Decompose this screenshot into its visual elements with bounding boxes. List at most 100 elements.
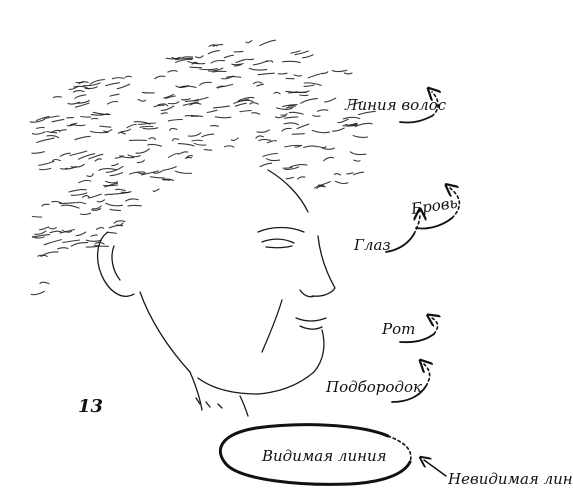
hair-stroke bbox=[136, 149, 149, 153]
hair-stroke bbox=[100, 126, 111, 127]
hair-stroke bbox=[211, 126, 219, 127]
hair-stroke bbox=[343, 117, 360, 119]
hair-stroke bbox=[296, 91, 309, 93]
hair-stroke bbox=[192, 140, 202, 141]
hair-stroke bbox=[283, 168, 292, 169]
hair-stroke bbox=[276, 108, 292, 110]
hair-stroke bbox=[140, 126, 153, 127]
hair-stroke bbox=[138, 172, 145, 173]
hair-stroke bbox=[105, 194, 113, 195]
hair-stroke bbox=[53, 159, 61, 161]
hair-stroke bbox=[303, 55, 314, 58]
face-outline bbox=[98, 170, 335, 416]
hair-stroke bbox=[257, 130, 269, 133]
hair-stroke bbox=[281, 114, 287, 115]
hair-stroke bbox=[117, 223, 123, 225]
invisible-line-dashed-segment bbox=[388, 436, 411, 462]
hair-stroke bbox=[32, 152, 45, 154]
hair-stroke bbox=[225, 146, 234, 147]
hair-stroke bbox=[332, 128, 344, 131]
hair-stroke bbox=[260, 40, 276, 45]
hair-stroke bbox=[317, 110, 327, 111]
hair-stroke bbox=[308, 74, 319, 78]
hair-stroke bbox=[63, 240, 80, 243]
hair-stroke bbox=[321, 72, 328, 74]
hair-stroke bbox=[304, 146, 318, 148]
hair-stroke bbox=[58, 248, 68, 249]
hair-stroke bbox=[338, 119, 348, 122]
hair-stroke bbox=[83, 196, 89, 198]
hair-stroke bbox=[109, 225, 123, 227]
hair-stroke bbox=[168, 71, 177, 73]
hair-stroke bbox=[175, 171, 191, 173]
hair-stroke bbox=[52, 201, 61, 202]
hair-stroke bbox=[126, 199, 139, 201]
hair-stroke bbox=[99, 169, 116, 171]
hair-stroke bbox=[31, 291, 44, 294]
hair-stroke bbox=[347, 173, 353, 174]
hair-stroke bbox=[110, 209, 121, 210]
hair-stroke bbox=[52, 119, 64, 121]
hair-stroke bbox=[154, 105, 164, 107]
hair-stroke bbox=[186, 157, 192, 158]
hair-stroke bbox=[278, 73, 287, 74]
hair-stroke bbox=[127, 124, 136, 127]
hair-stroke bbox=[42, 204, 49, 206]
hair-stroke bbox=[354, 160, 360, 161]
hair-stroke bbox=[350, 152, 366, 155]
hair-stroke bbox=[285, 117, 298, 118]
figure-number: 13 bbox=[78, 396, 103, 417]
hair-stroke bbox=[263, 154, 278, 157]
hair-stroke bbox=[41, 252, 58, 257]
visible-line-label: Видимая линия bbox=[261, 447, 387, 465]
hair-stroke bbox=[128, 155, 140, 157]
hair-stroke bbox=[300, 95, 308, 96]
hair-stroke bbox=[121, 129, 131, 132]
hair-stroke bbox=[116, 189, 126, 190]
hair-stroke bbox=[202, 134, 214, 137]
hair-stroke bbox=[249, 68, 267, 70]
hair-stroke bbox=[150, 177, 165, 178]
hair-stroke bbox=[190, 67, 202, 68]
chin-dashed-stroke bbox=[424, 364, 430, 386]
eyebrow-solid-stroke bbox=[416, 218, 452, 229]
hair-stroke bbox=[70, 151, 87, 155]
hair-stroke bbox=[204, 150, 211, 151]
hair-stroke bbox=[118, 132, 125, 134]
hair-stroke bbox=[61, 168, 67, 169]
hair-stroke bbox=[60, 203, 76, 204]
hair-stroke bbox=[155, 76, 165, 78]
hair-stroke bbox=[178, 144, 194, 146]
hair-sketch bbox=[30, 40, 375, 294]
hair-stroke bbox=[40, 227, 49, 230]
hair-stroke bbox=[194, 143, 206, 145]
hair-stroke bbox=[139, 123, 156, 125]
hair-line-label: Линия волос bbox=[344, 96, 447, 114]
hair-stroke bbox=[168, 102, 179, 104]
hair-stroke bbox=[258, 73, 274, 75]
hair-stroke bbox=[161, 106, 173, 110]
hair-stroke bbox=[138, 99, 146, 101]
hair-stroke bbox=[54, 97, 62, 98]
hair-stroke bbox=[69, 190, 86, 192]
hair-stroke bbox=[322, 148, 334, 149]
hair-stroke bbox=[253, 82, 261, 84]
hair-stroke bbox=[128, 205, 141, 206]
hair-stroke bbox=[110, 173, 122, 176]
hair-stroke bbox=[73, 91, 84, 93]
hair-stroke bbox=[112, 164, 119, 166]
hair-stroke bbox=[112, 78, 124, 79]
hair-stroke bbox=[313, 115, 320, 116]
hair-stroke bbox=[44, 240, 61, 245]
hair-stroke bbox=[161, 113, 167, 114]
invisible-line-pointer-arrow bbox=[424, 460, 446, 476]
hair-stroke bbox=[231, 138, 238, 140]
hair-stroke bbox=[284, 123, 299, 125]
hair-stroke bbox=[317, 186, 326, 188]
hair-stroke bbox=[335, 181, 348, 183]
hair-stroke bbox=[324, 157, 334, 160]
hair-stroke bbox=[294, 75, 301, 76]
hair-stroke bbox=[86, 240, 101, 241]
hair-stroke bbox=[224, 55, 233, 57]
